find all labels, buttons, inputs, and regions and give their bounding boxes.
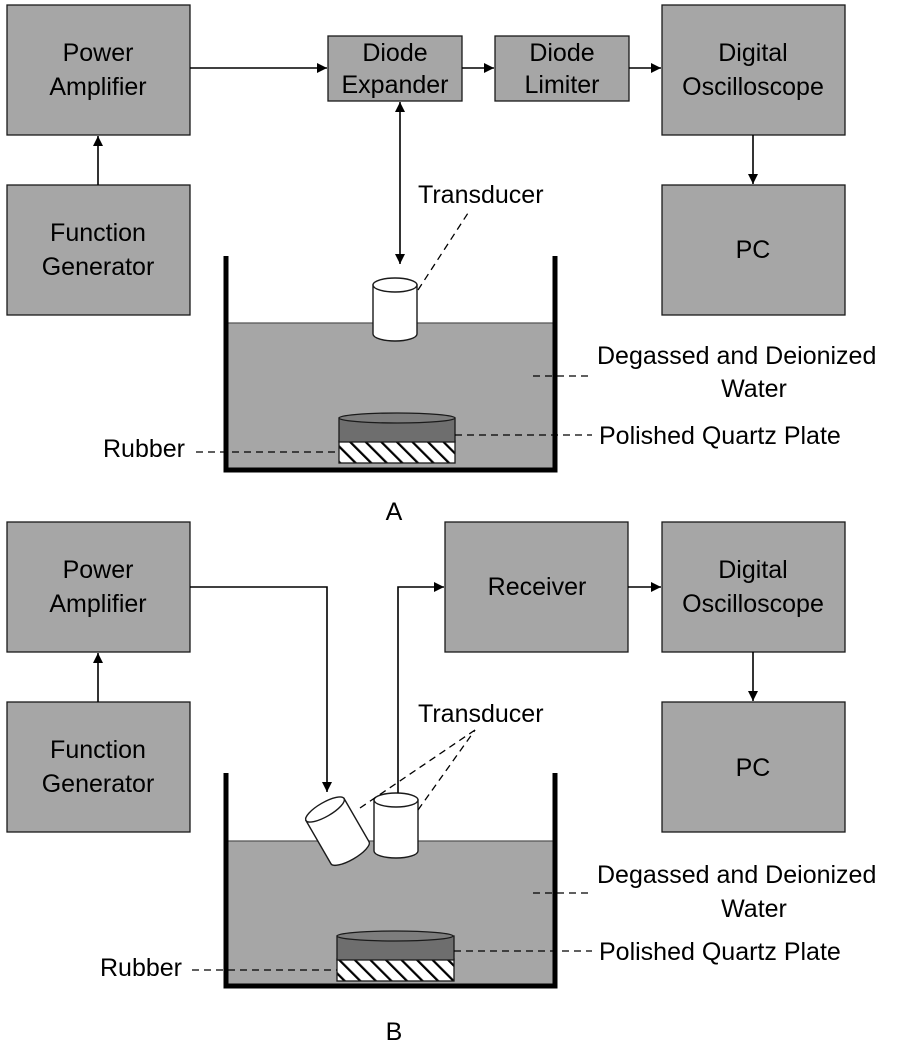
digital-oscilloscope-line-2: Oscilloscope	[682, 73, 824, 101]
panel-a: Power Amplifier Function Generator Diode…	[6, 4, 876, 526]
pc-box: PC	[661, 184, 846, 316]
leader-transducer	[417, 209, 471, 291]
power-amplifier-line-1: Power	[63, 39, 134, 67]
function-generator-line-1: Function	[50, 736, 146, 764]
receiver-label: Receiver	[488, 573, 587, 601]
digital-oscilloscope-line-1: Digital	[718, 556, 787, 584]
diode-expander-box: Diode Expander	[327, 35, 463, 102]
function-generator-line-2: Generator	[42, 770, 155, 798]
leader-transducer-2	[417, 729, 476, 811]
arrow-pa-to-transmitter	[190, 586, 332, 792]
water-label-line-2: Water	[721, 375, 787, 403]
pc-label: PC	[736, 754, 771, 782]
transducer-transmitter	[304, 796, 371, 867]
panel-b-caption: B	[386, 1018, 403, 1046]
function-generator-line-1: Function	[50, 219, 146, 247]
power-amplifier-line-1: Power	[63, 556, 134, 584]
rubber-label: Rubber	[103, 435, 185, 463]
power-amplifier-line-2: Amplifier	[49, 590, 146, 618]
digital-oscilloscope-line-1: Digital	[718, 39, 787, 67]
rubber-pad	[336, 958, 455, 982]
water-label-line-1: Degassed and Deionized	[597, 342, 876, 370]
diode-expander-line-1: Diode	[362, 39, 427, 67]
power-amplifier-box: Power Amplifier	[6, 521, 191, 653]
function-generator-box: Function Generator	[6, 184, 191, 316]
panel-a-caption: A	[386, 498, 403, 526]
arrow-receiver-transducer-to-receiver	[397, 582, 444, 793]
transducer-label: Transducer	[418, 700, 544, 728]
panel-b: Power Amplifier Function Generator Recei…	[6, 521, 876, 1046]
quartz-label: Polished Quartz Plate	[599, 938, 841, 966]
quartz-plate-assembly	[336, 930, 455, 982]
function-generator-box: Function Generator	[6, 701, 191, 833]
power-amplifier-line-2: Amplifier	[49, 73, 146, 101]
rubber-pad	[338, 440, 456, 464]
diode-expander-line-2: Expander	[341, 71, 448, 99]
transducer-label: Transducer	[418, 181, 544, 209]
water-label-line-1: Degassed and Deionized	[597, 861, 876, 889]
power-amplifier-box: Power Amplifier	[6, 4, 191, 136]
pc-box: PC	[661, 701, 846, 833]
function-generator-line-2: Generator	[42, 253, 155, 281]
diode-limiter-line-1: Diode	[529, 39, 594, 67]
digital-oscilloscope-box: Digital Oscilloscope	[661, 521, 846, 653]
rubber-label: Rubber	[100, 954, 182, 982]
transducer-receiver	[373, 792, 419, 859]
digital-oscilloscope-line-2: Oscilloscope	[682, 590, 824, 618]
diode-limiter-line-2: Limiter	[524, 71, 599, 99]
digital-oscilloscope-box: Digital Oscilloscope	[661, 4, 846, 136]
diode-limiter-box: Diode Limiter	[494, 35, 630, 102]
quartz-label: Polished Quartz Plate	[599, 422, 841, 450]
water-label-line-2: Water	[721, 895, 787, 923]
pc-label: PC	[736, 236, 771, 264]
receiver-box: Receiver	[444, 521, 629, 653]
transducer-cylinder	[372, 277, 418, 342]
quartz-plate-assembly	[338, 412, 456, 464]
